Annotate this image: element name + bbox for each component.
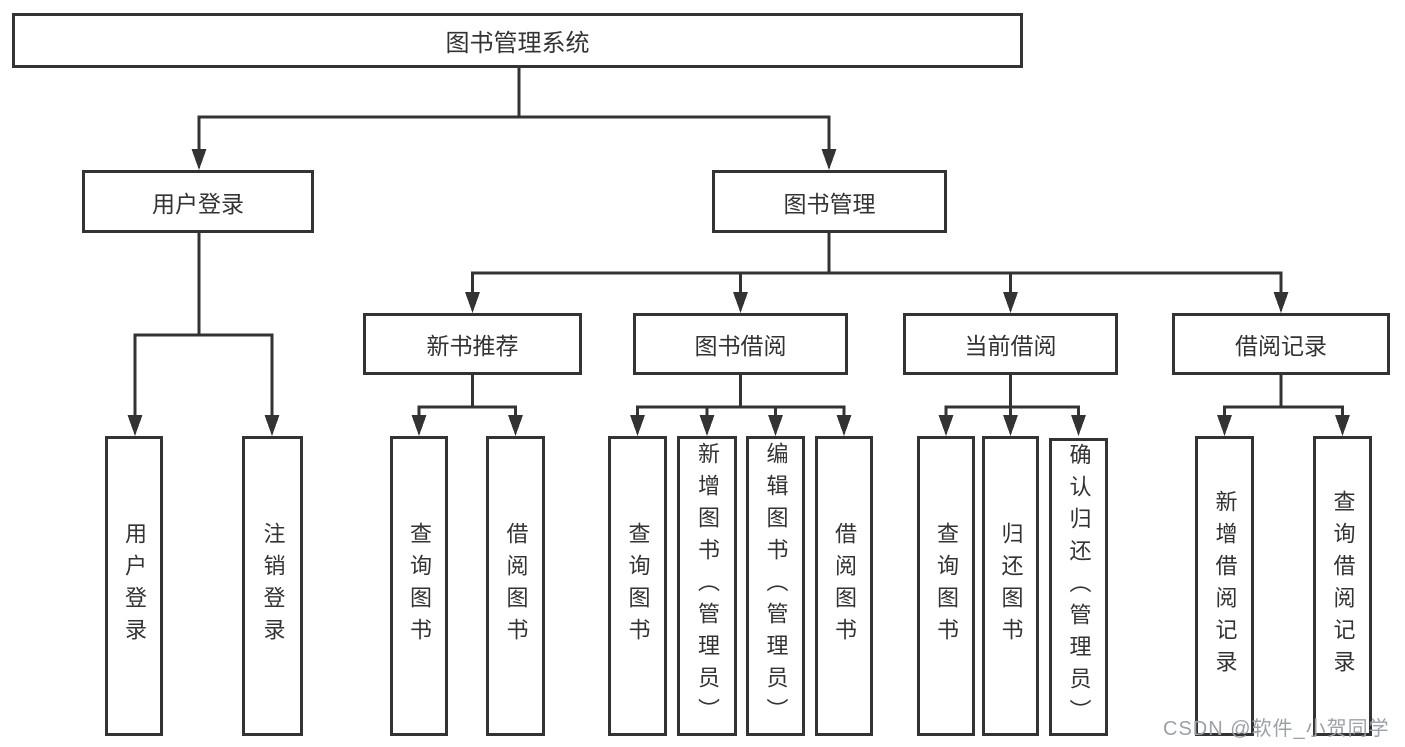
leaf-borrow-query-books: 查询图书: [608, 436, 667, 736]
node-new-book-recommend: 新书推荐: [363, 313, 582, 375]
node-current-borrow: 当前借阅: [903, 313, 1118, 375]
leaf-borrow-edit-books-admin: 编辑图书（管理员）: [746, 436, 805, 736]
node-borrow-record: 借阅记录: [1172, 313, 1390, 375]
leaf-borrow-borrow-books: 借阅图书: [815, 436, 873, 736]
leaf-current-confirm-return-admin: 确认归还（管理员）: [1049, 438, 1108, 736]
leaf-recommend-query-books: 查询图书: [390, 436, 448, 736]
leaf-user-login: 用户登录: [105, 436, 163, 736]
leaf-current-return-books: 归还图书: [982, 436, 1039, 736]
leaf-record-add-borrow-record: 新增借阅记录: [1195, 436, 1254, 736]
leaf-current-query-books: 查询图书: [917, 436, 975, 736]
leaf-logout: 注销登录: [242, 436, 303, 736]
leaf-record-query-borrow-record: 查询借阅记录: [1313, 436, 1372, 736]
leaf-recommend-borrow-books: 借阅图书: [486, 436, 545, 736]
node-user-login: 用户登录: [82, 170, 314, 233]
node-book-borrow: 图书借阅: [633, 313, 848, 375]
node-library-management-system: 图书管理系统: [12, 13, 1023, 68]
leaf-borrow-add-books-admin: 新增图书（管理员）: [677, 436, 737, 736]
node-book-management: 图书管理: [712, 170, 947, 233]
